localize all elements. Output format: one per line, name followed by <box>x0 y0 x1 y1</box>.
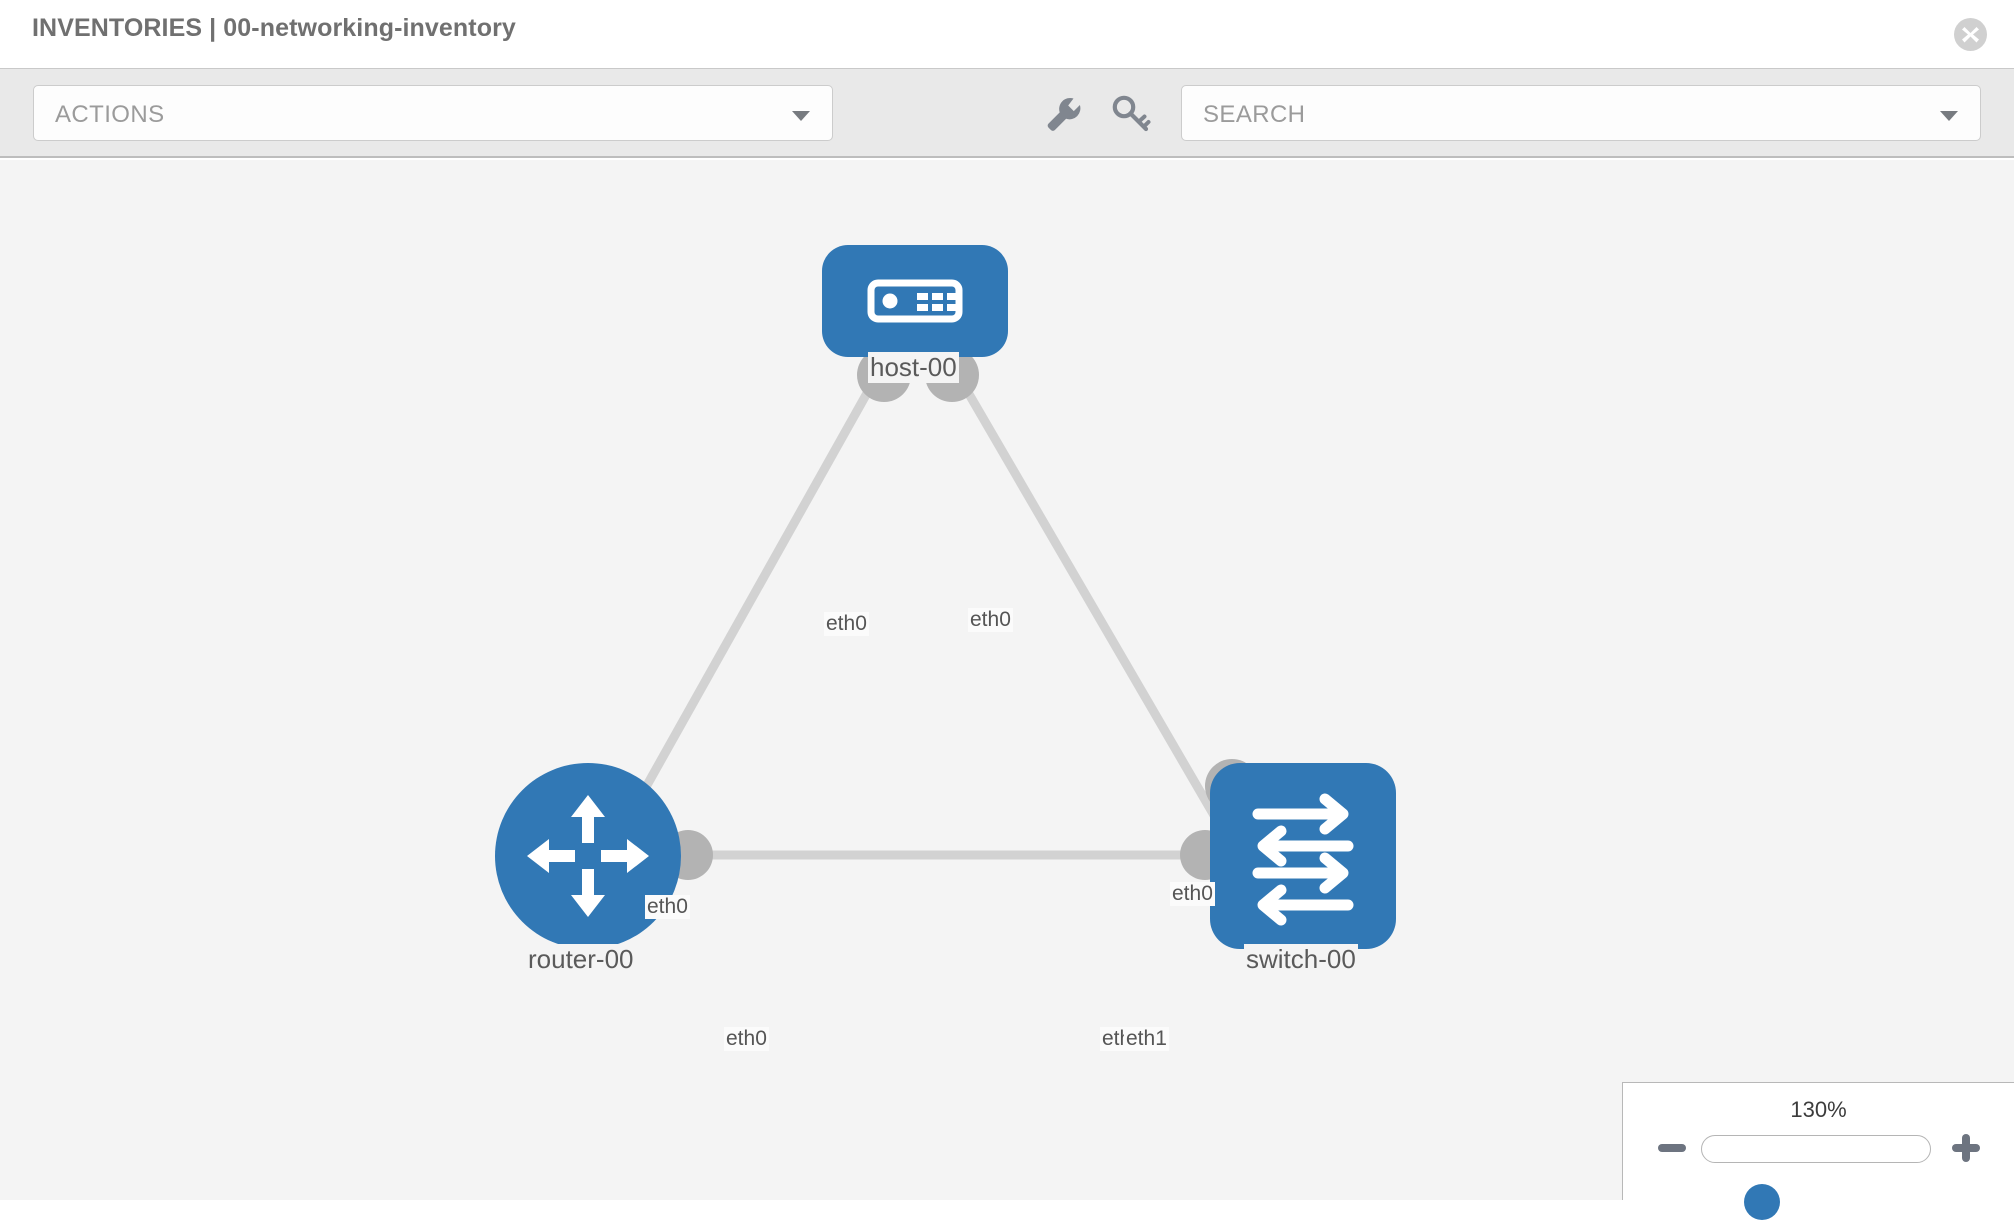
zoom-level-value: 130% <box>1790 1097 1847 1122</box>
interface-connectors <box>663 348 1259 880</box>
zoom-control-panel: 130% <box>1622 1082 2014 1220</box>
zoom-slider-thumb[interactable] <box>1744 1184 1780 1220</box>
interface-label: eth0 <box>645 895 690 920</box>
router-arrows-icon <box>527 795 649 917</box>
search-placeholder: SEARCH <box>1203 101 1306 128</box>
topology-node-router-00[interactable] <box>495 763 681 949</box>
page-title: INVENTORIES | 00-networking-inventory <box>32 14 516 42</box>
switch-arrows-icon <box>1252 793 1354 926</box>
edge-host-router <box>601 367 884 863</box>
node-label-router-00: router-00 <box>526 944 636 975</box>
zoom-in-button[interactable] <box>1949 1131 1983 1165</box>
node-label-switch-00: switch-00 <box>1244 944 1358 975</box>
search-input[interactable]: SEARCH <box>1181 85 1981 141</box>
edge-group <box>601 367 1244 863</box>
topology-node-host-00[interactable] <box>822 245 1008 357</box>
close-icon[interactable] <box>1954 18 1987 51</box>
topology-canvas[interactable]: host-00 router-00 <box>0 160 2014 1200</box>
actions-dropdown[interactable]: ACTIONS <box>33 85 833 141</box>
toolbar: ACTIONS SEARCH <box>0 68 2014 158</box>
zoom-out-button[interactable] <box>1655 1131 1689 1165</box>
node-label-host-00: host-00 <box>868 352 959 383</box>
server-icon <box>867 279 963 323</box>
key-icon[interactable] <box>1108 91 1152 135</box>
interface-label: eth0 <box>724 1027 769 1052</box>
actions-dropdown-label: ACTIONS <box>55 101 165 128</box>
zoom-slider-track[interactable] <box>1701 1135 1931 1220</box>
interface-label: eth1 <box>1124 1027 1169 1052</box>
edge-host-switch <box>951 367 1244 863</box>
chevron-down-icon[interactable] <box>1940 111 1958 121</box>
topology-node-switch-00[interactable] <box>1210 763 1396 949</box>
chevron-down-icon <box>792 111 810 121</box>
interface-label: eth0 <box>1170 882 1215 907</box>
interface-label: eth0 <box>824 612 869 637</box>
wrench-icon[interactable] <box>1040 91 1084 135</box>
node-shape-host <box>822 245 1008 357</box>
page-header: INVENTORIES | 00-networking-inventory <box>0 0 2014 68</box>
interface-label: eth0 <box>968 608 1013 633</box>
node-shape-switch <box>1210 763 1396 949</box>
